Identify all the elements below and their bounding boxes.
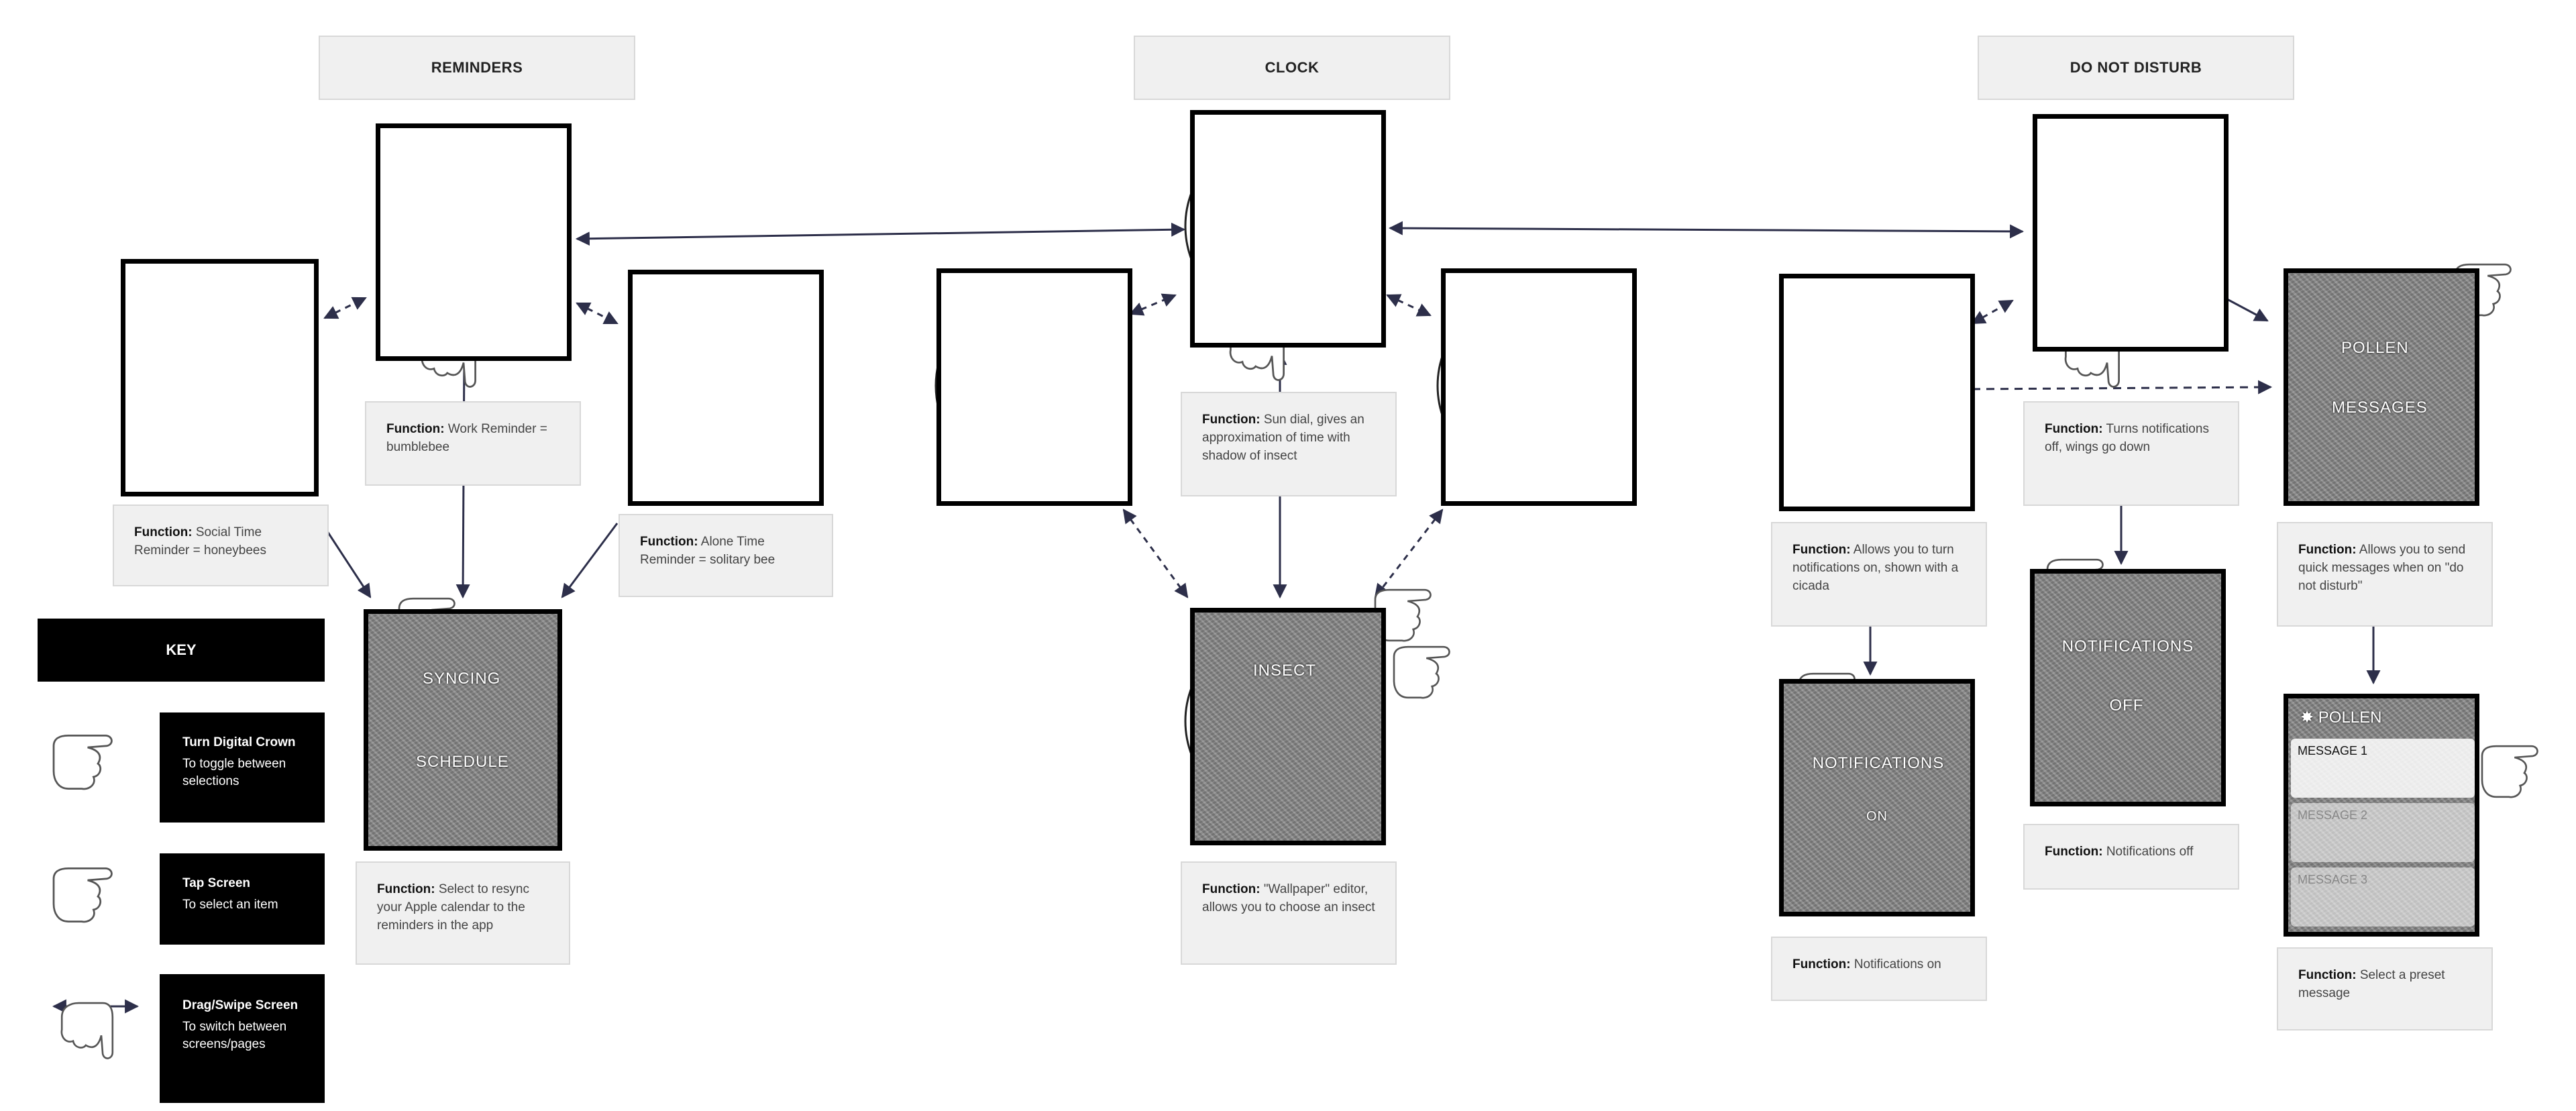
messages-label: MESSAGES <box>2332 399 2428 417</box>
on-label: ON <box>1866 809 1888 824</box>
reminders-header: REMINDERS <box>319 36 635 100</box>
function-note-notif-off: Function: Notifications off <box>2023 824 2239 890</box>
function-note-preset: Function: Select a preset message <box>2277 947 2493 1030</box>
function-note-sundial: Function: Sun dial, gives an approximati… <box>1181 392 1397 496</box>
arrow-sundial-left-clock <box>1129 293 1177 316</box>
arrow-cicada-dnd <box>1971 299 2014 325</box>
arrow-sundial-left-insect <box>1122 509 1189 598</box>
screen-sync[interactable] <box>364 609 562 851</box>
insect-label: INSECT <box>1253 662 1317 680</box>
screen-preset-messages[interactable]: ✸ POLLEN MESSAGE 1 MESSAGE 2 MESSAGE 3 <box>2284 694 2479 937</box>
screen-dnd[interactable] <box>2033 114 2229 352</box>
dnd-header: DO NOT DISTURB <box>1978 36 2294 100</box>
screen-sundial-right[interactable] <box>1441 268 1637 506</box>
screen-sundial-left[interactable] <box>936 268 1132 506</box>
screen-notifications-on[interactable] <box>1779 679 1975 916</box>
crown-hand-icon <box>52 735 113 790</box>
clock-header: CLOCK <box>1134 36 1450 100</box>
notifications-label-off: NOTIFICATIONS <box>2061 637 2194 655</box>
message-1-option[interactable]: MESSAGE 1 <box>2291 739 2475 798</box>
function-note-social: Function: Social Time Reminder = honeybe… <box>113 505 329 586</box>
function-note-notif-on: Function: Notifications on <box>1771 937 1987 1001</box>
screen-insect-editor[interactable] <box>1190 608 1386 845</box>
screen-cicada[interactable] <box>1779 274 1975 511</box>
function-note-pollen: Function: Allows you to send quick messa… <box>2277 522 2493 627</box>
arrow-social-sync <box>323 527 372 598</box>
screen-clock-main[interactable] <box>1190 110 1386 348</box>
syncing-label: SYNCING <box>423 670 501 688</box>
function-note-wallpaper: Function: "Wallpaper" editor, allows you… <box>1181 861 1397 965</box>
arrow-work-alone <box>576 302 619 325</box>
function-note-alone: Function: Alone Time Reminder = solitary… <box>619 514 833 597</box>
key-icons <box>52 735 140 1059</box>
swipe-hand-icon <box>60 1002 114 1059</box>
arrow-sundial-right-insect <box>1374 509 1444 598</box>
key-title: KEY <box>38 619 325 682</box>
function-note-dnd: Function: Turns notifications off, wings… <box>2023 401 2239 506</box>
screen-work-reminder[interactable] <box>376 123 572 361</box>
screen-social-reminder[interactable] <box>121 259 319 496</box>
crown-hand-icon <box>2481 745 2538 798</box>
arrow-alone-sync <box>561 523 619 598</box>
message-2-option[interactable]: MESSAGE 2 <box>2291 803 2475 862</box>
function-note-sync: Function: Select to resync your Apple ca… <box>356 861 570 965</box>
function-note-cicada: Function: Allows you to turn notificatio… <box>1771 522 1987 627</box>
arrow-dnd-pollen <box>2226 298 2269 322</box>
screen-notifications-off[interactable] <box>2030 569 2226 806</box>
crown-hand-icon <box>1393 645 1450 699</box>
schedule-label: SCHEDULE <box>416 753 509 771</box>
arrow-clock-sundial-right <box>1386 294 1432 317</box>
arrow-cicada-pollen <box>1972 380 2273 394</box>
arrow-work-to-clock <box>575 222 1186 246</box>
pollen-label: POLLEN <box>2341 339 2409 357</box>
screen-pollen-messages[interactable] <box>2284 268 2479 506</box>
arrow-social-work <box>323 297 367 319</box>
message-3-option[interactable]: MESSAGE 3 <box>2291 867 2475 927</box>
pollen-list-header: ✸ POLLEN <box>2300 708 2382 727</box>
function-note-work: Function: Work Reminder = bumblebee <box>365 401 581 486</box>
notifications-label-on: NOTIFICATIONS <box>1812 754 1945 772</box>
screen-alone-reminder[interactable] <box>628 270 824 506</box>
arrow-clock-to-dnd <box>1388 221 2025 239</box>
off-label: OFF <box>2109 696 2144 715</box>
tap-hand-icon <box>52 867 113 923</box>
